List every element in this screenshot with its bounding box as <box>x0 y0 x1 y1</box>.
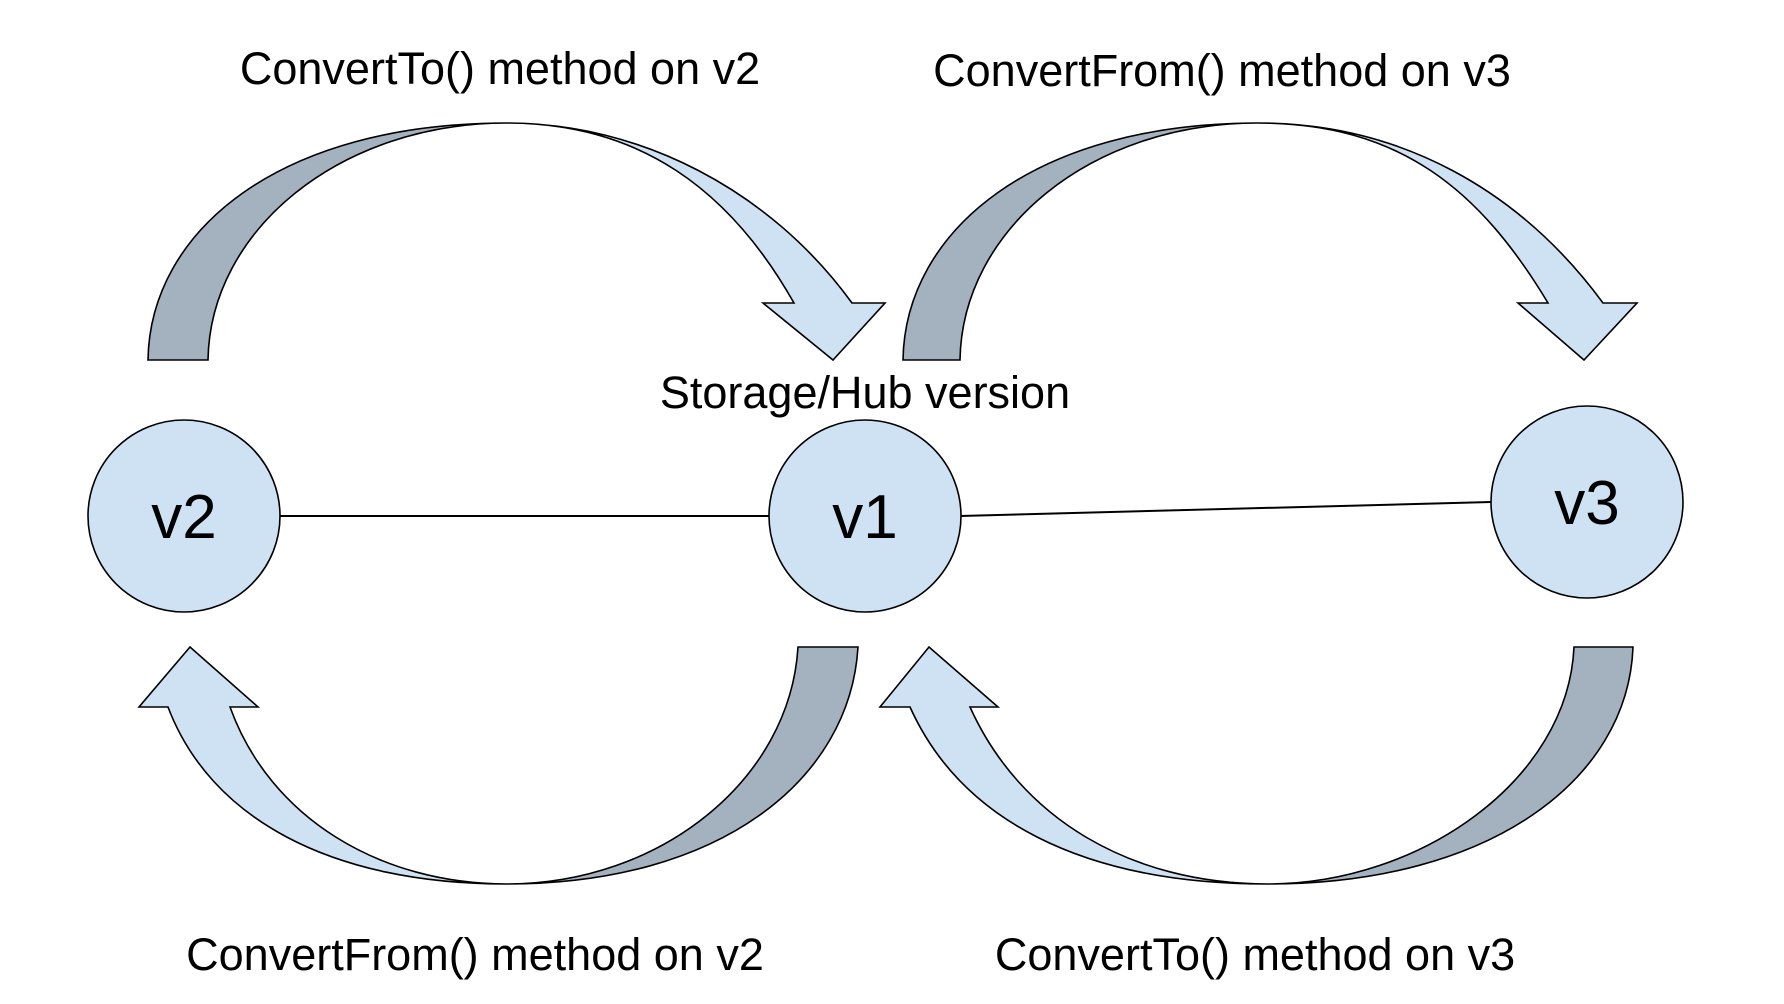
arrow-top-left-front <box>506 122 887 362</box>
hub-version-label: Storage/Hub version <box>660 367 1070 418</box>
node-v3: v3 <box>1490 405 1684 599</box>
arrow-top-left <box>147 122 887 362</box>
node-v1-label: v1 <box>832 483 897 552</box>
caption-bottom-left: ConvertFrom() method on v2 <box>186 929 764 980</box>
node-v3-circle <box>1490 405 1684 599</box>
arrow-bottom-left-back <box>506 646 859 885</box>
node-v2: v2 <box>87 419 281 613</box>
arrow-bottom-left-front <box>137 645 508 885</box>
arrow-bottom-right-front <box>878 645 1269 885</box>
arrow-top-left-back <box>147 122 508 361</box>
node-v2-label: v2 <box>151 483 216 552</box>
caption-top-left: ConvertTo() method on v2 <box>240 43 760 94</box>
arrow-top-right-back <box>902 122 1259 361</box>
arrow-bottom-right <box>878 645 1634 885</box>
node-v3-label: v3 <box>1554 469 1619 538</box>
node-v1: v1 <box>768 419 962 613</box>
caption-top-right: ConvertFrom() method on v3 <box>933 45 1511 96</box>
arrow-bottom-left <box>137 645 859 885</box>
arrow-bottom-right-back <box>1267 646 1634 885</box>
arrow-top-right <box>902 122 1639 362</box>
node-v2-circle <box>87 419 281 613</box>
node-v1-circle <box>768 419 962 613</box>
edge-v1-v3 <box>959 501 1492 517</box>
caption-bottom-right: ConvertTo() method on v3 <box>995 929 1515 980</box>
arrow-top-right-front <box>1257 122 1639 362</box>
